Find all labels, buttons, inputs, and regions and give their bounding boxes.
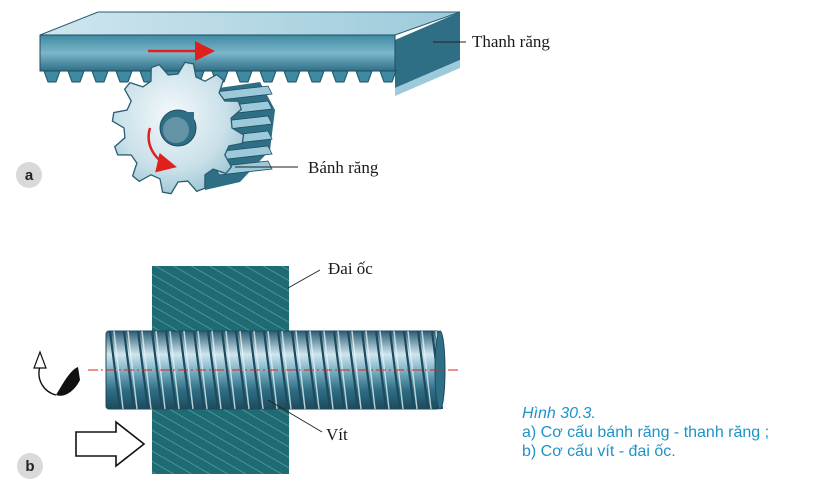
badge-b bbox=[17, 453, 43, 479]
gear-bore bbox=[159, 109, 197, 147]
nut-motion-arrow bbox=[75, 420, 146, 468]
screw-and-nut: Đai ốc Vít b bbox=[17, 259, 458, 479]
rack-label: Thanh răng bbox=[472, 32, 550, 51]
rack-bottom-edge bbox=[395, 60, 460, 96]
badge-b-label: b bbox=[25, 458, 34, 475]
rack-and-pinion: Thanh răng Bánh răng a bbox=[16, 11, 550, 195]
caption-title: Hình 30.3. bbox=[522, 405, 596, 422]
screw-label: Vít bbox=[326, 425, 348, 444]
rack-top-face bbox=[39, 11, 461, 36]
screw-leader-line bbox=[267, 399, 323, 433]
nut-leader-line bbox=[287, 269, 321, 289]
rack-front-face bbox=[39, 34, 396, 72]
screw-rotation-arrow bbox=[33, 350, 80, 396]
caption-line-a: a) Cơ cấu bánh răng - thanh răng ; bbox=[522, 424, 770, 441]
caption-line-b: b) Cơ cấu vít - đai ốc. bbox=[522, 443, 676, 460]
rack-side-face bbox=[395, 12, 460, 88]
gear-rotation-arrow bbox=[147, 127, 177, 173]
gear-label: Bánh răng bbox=[308, 158, 379, 177]
badge-a bbox=[16, 162, 42, 188]
nut-label: Đai ốc bbox=[328, 259, 373, 278]
badge-a-label: a bbox=[25, 167, 34, 184]
